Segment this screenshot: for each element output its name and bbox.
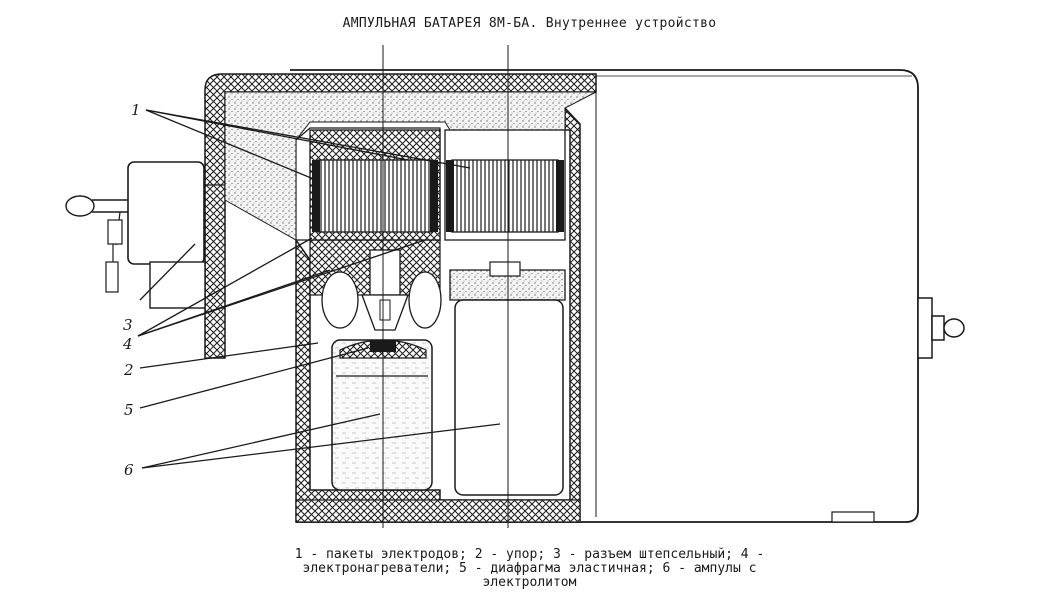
- diagram-title: АМПУЛЬНАЯ БАТАРЕЯ 8М-БА. Внутреннее устр…: [342, 16, 717, 31]
- ampoule-right: [449, 261, 566, 496]
- caption-line-3: электролитом: [482, 575, 577, 590]
- side-terminal-knob: [917, 297, 965, 359]
- callout-5: 5: [124, 401, 134, 419]
- callout-3: 3: [123, 316, 133, 334]
- heater-right: [408, 271, 442, 329]
- callout-6: 6: [124, 461, 134, 479]
- callout-4: 4: [122, 335, 133, 353]
- heater-left: [321, 271, 359, 329]
- electrode-pack-left: [309, 129, 441, 241]
- ampoule-left: [331, 339, 433, 491]
- valve-assembly: [361, 249, 409, 331]
- callout-1: 1: [131, 101, 141, 119]
- electrode-pack-right: [444, 129, 566, 241]
- caption-line-1: 1 - пакеты электродов; 2 - упор; 3 - раз…: [294, 547, 765, 562]
- stippled-filler: [224, 91, 597, 241]
- plug-connector: [65, 161, 225, 309]
- caption-line-2: электронагреватели; 5 - диафрагма эласти…: [302, 561, 757, 576]
- callout-2: 2: [123, 361, 134, 379]
- legend-caption: 1 - пакеты электродов; 2 - упор; 3 - раз…: [0, 548, 1059, 590]
- leader-lines: [137, 109, 501, 469]
